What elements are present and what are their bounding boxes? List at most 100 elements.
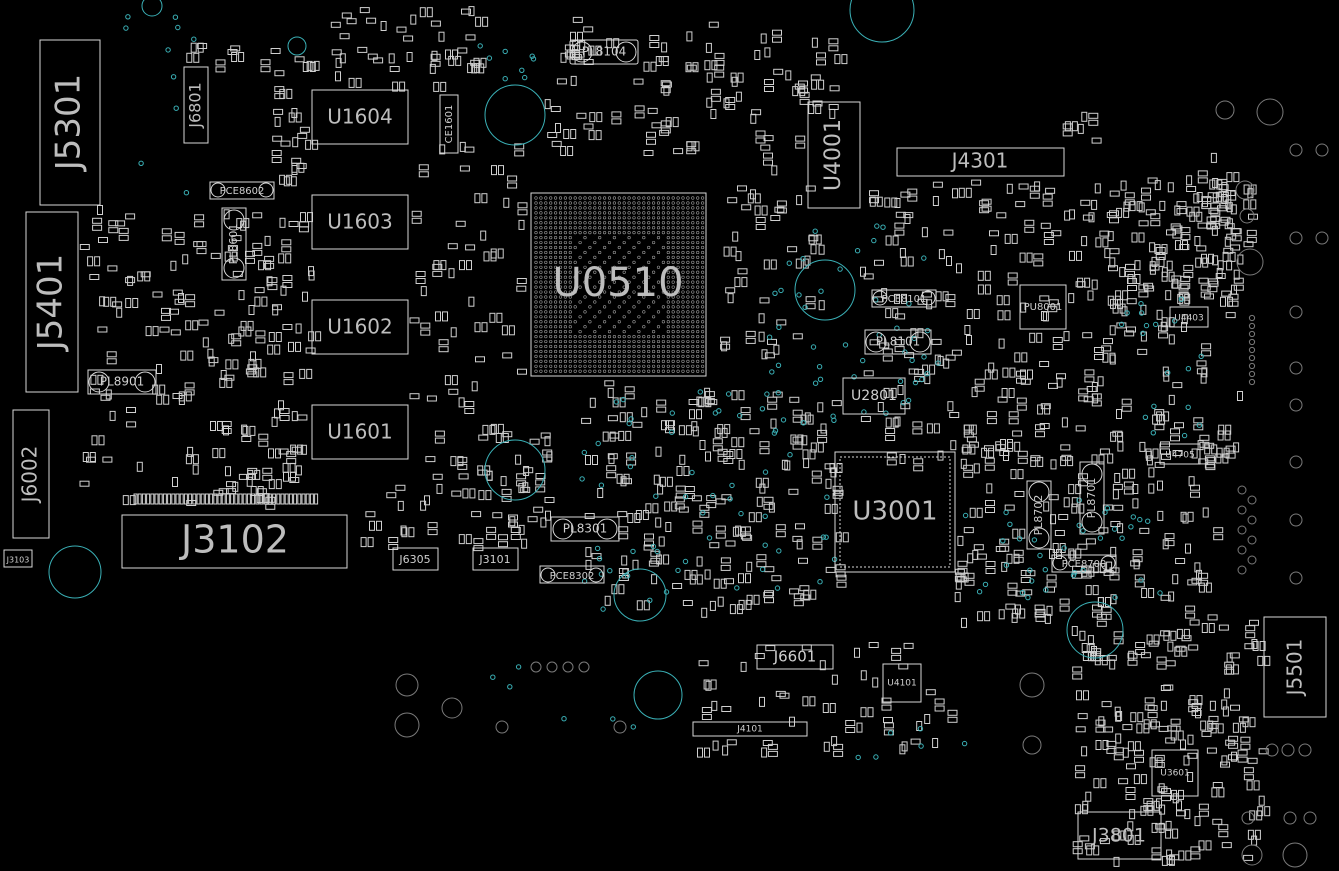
bga-ball [583, 364, 587, 368]
bga-ball [691, 300, 695, 304]
smd-pad [863, 370, 874, 377]
bga-ball [544, 344, 548, 349]
smd-pad [696, 574, 703, 585]
bga-ball [696, 290, 700, 294]
smd-pad [1113, 638, 1124, 645]
bga-ball [676, 216, 680, 220]
via [1119, 535, 1125, 541]
bga-ball [563, 310, 568, 314]
smd-pad [735, 91, 742, 102]
smd-pad [1258, 795, 1265, 806]
smd-pad [182, 254, 189, 265]
chip-u1601: U1601 [311, 404, 409, 460]
smd-pad [516, 473, 527, 480]
bga-ball [563, 359, 568, 363]
smd-pad [255, 358, 262, 369]
smd-pad [1092, 604, 1102, 611]
bga-ball [686, 201, 690, 205]
smd-pad [949, 412, 960, 418]
bga-ball [602, 211, 607, 215]
bga-ball [549, 325, 553, 329]
smd-pad [563, 129, 570, 139]
bga-ball [539, 240, 543, 245]
bga-ball [671, 265, 675, 269]
bga-ball [686, 221, 690, 225]
bga-ball [656, 201, 661, 205]
smd-pad [223, 209, 230, 220]
bga-ball [661, 216, 666, 220]
smd-pad [692, 426, 699, 437]
bga-ball [553, 201, 558, 205]
bga-ball [617, 305, 621, 309]
refdes-u0510: U0510 [552, 260, 683, 306]
smd-pad [1197, 440, 1204, 451]
smd-pad [663, 554, 670, 565]
smd-pad [706, 97, 713, 108]
bga-ball [573, 275, 577, 279]
smd-pad [1088, 212, 1095, 223]
smd-pad [1045, 586, 1055, 593]
smd-pad [611, 118, 622, 125]
bga-ball [691, 280, 695, 284]
smd-pad [665, 117, 672, 128]
smd-pad [1151, 822, 1158, 833]
smd-pad [674, 496, 685, 503]
smd-pad [1043, 232, 1054, 238]
smd-pad [1039, 361, 1050, 367]
smd-pad [943, 358, 950, 369]
bga-ball [578, 335, 582, 339]
bga-ball [563, 231, 568, 235]
smd-pad [434, 430, 445, 437]
smd-pad [1115, 290, 1122, 301]
smd-pad [1237, 756, 1248, 763]
smd-pad [187, 350, 194, 361]
smd-pad [945, 301, 956, 308]
bga-ball [549, 295, 553, 299]
bga-ball [563, 250, 568, 255]
smd-pad [607, 453, 618, 460]
smd-pad [1044, 404, 1051, 415]
smd-pad [1161, 271, 1168, 282]
test-point [1237, 545, 1247, 555]
smd-pad [341, 12, 352, 19]
smd-pad [1127, 274, 1134, 284]
smd-pad [258, 433, 269, 440]
smd-pad [274, 70, 285, 77]
smd-pad [1094, 183, 1101, 194]
bga-ball [627, 310, 631, 314]
smd-pad [478, 490, 485, 501]
bga-ball [666, 330, 670, 334]
smd-pad [1212, 782, 1223, 788]
smd-pad [812, 100, 823, 107]
smd-pad [465, 244, 476, 251]
bga-ball [686, 320, 690, 324]
bga-ball [558, 250, 563, 255]
via [1003, 509, 1009, 516]
smd-pad [478, 63, 485, 74]
smd-pad [489, 424, 496, 435]
bga-ball [539, 300, 543, 304]
bga-ball [553, 300, 558, 304]
bga-ball [661, 245, 666, 250]
smd-pad [283, 372, 294, 379]
smd-pad [1208, 715, 1219, 722]
smd-pad [655, 517, 662, 528]
smd-pad [544, 436, 551, 447]
smd-pad [1183, 264, 1194, 271]
smd-pad [891, 197, 898, 208]
smd-pad [1201, 253, 1207, 264]
bga-ball [558, 255, 563, 260]
bga-ball [568, 325, 572, 329]
smd-pad [699, 440, 706, 450]
smd-pad [724, 424, 731, 435]
smd-pad [818, 79, 825, 90]
bga-ball [549, 226, 553, 230]
smd-pad [248, 358, 255, 369]
connector-pin [141, 493, 146, 505]
smd-pad [985, 500, 995, 506]
bga-ball [681, 206, 685, 210]
smd-pad [912, 428, 923, 435]
bga-ball [671, 260, 675, 264]
bga-ball [686, 369, 690, 373]
bga-ball [642, 335, 646, 339]
